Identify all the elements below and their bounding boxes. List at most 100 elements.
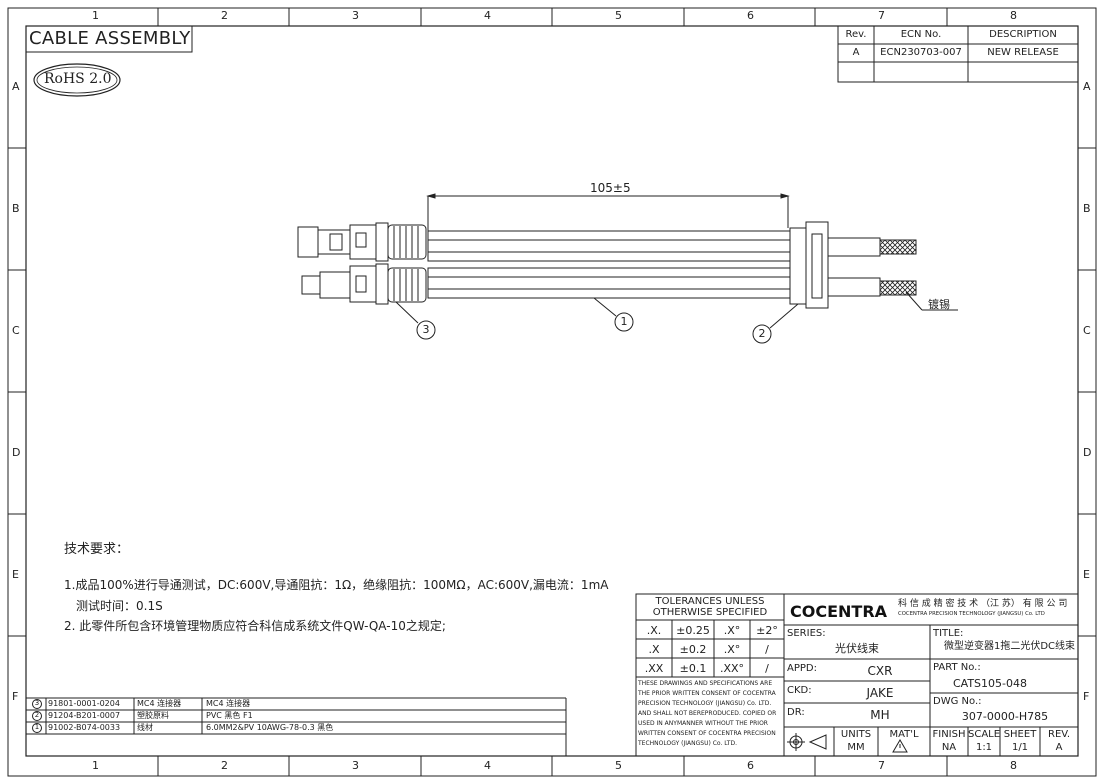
tol-r1-c1: .X. <box>646 624 662 637</box>
cable-assembly-drawing <box>297 193 958 344</box>
bom-spec-1: 6.0MM2&PV 10AWG-78-0.3 黑色 <box>206 723 334 732</box>
rev-row-rev: A <box>852 47 860 58</box>
tol-r3-c3: .XX° <box>719 662 745 675</box>
notes-line-2: 测试时间：0.1S <box>76 599 163 613</box>
col-label-4-bottom: 4 <box>484 759 491 772</box>
tol-r2-c4: / <box>765 643 769 656</box>
sheet-border <box>7 7 1097 777</box>
row-label-c: C <box>12 324 20 337</box>
finish-label: FINISH <box>932 729 966 740</box>
title-frame <box>25 25 193 53</box>
tin-plating-note: 镀锡 <box>928 298 950 311</box>
length-dimension: 105±5 <box>590 181 631 195</box>
sheet-value: 1/1 <box>1011 742 1029 753</box>
rev-header-desc: DESCRIPTION <box>989 29 1057 40</box>
col-label-1-bottom: 1 <box>92 759 99 772</box>
tol-r3-c4: / <box>765 662 769 675</box>
part-label: PART No.: <box>933 662 981 673</box>
ckd-value: JAKE <box>866 686 894 700</box>
col-label-6: 6 <box>747 9 754 22</box>
bom-name-1: 线材 <box>137 723 153 732</box>
rev-label: REV. <box>1048 729 1070 740</box>
col-label-5-bottom: 5 <box>615 759 622 772</box>
notes-line-3: 2. 此零件所包含环境管理物质应符合科信成系统文件QW-QA-10之规定; <box>64 619 446 633</box>
part-value: CATS105-048 <box>952 677 1027 690</box>
dr-label: DR: <box>787 707 805 718</box>
dr-value: MH <box>870 708 890 722</box>
tol-r3-c1: .XX <box>644 662 664 675</box>
zone-ticks <box>8 8 1096 776</box>
tol-r1-c4: ±2° <box>756 624 778 637</box>
sheet-label: SHEET <box>1003 729 1037 740</box>
scale-label: SCALE <box>968 729 1001 740</box>
row-label-f-right: F <box>1083 690 1090 703</box>
revision-table <box>837 25 1079 83</box>
disclaimer-line-2: THE PRIOR WRITTEN CONSENT OF COCENTRA <box>638 690 776 697</box>
notes-heading: 技术要求： <box>64 542 130 557</box>
col-label-6-bottom: 6 <box>747 759 754 772</box>
row-label-c-right: C <box>1083 324 1091 337</box>
col-label-4: 4 <box>484 9 491 22</box>
tol-r2-c1: .X <box>648 643 660 656</box>
series-label: SERIES: <box>787 628 826 639</box>
bom-part-3: 91801-0001-0204 <box>48 699 120 708</box>
bom-spec-2: PVC 黑色 F1 <box>206 711 253 720</box>
disclaimer-line-7: TECHNOLOGY (JIANGSU) Co. LTD. <box>638 740 737 747</box>
company-name-en: COCENTRA PRECISION TECHNOLOGY (JIANGSU) … <box>898 611 1045 617</box>
tolerance-title-1: TOLERANCES UNLESS <box>655 596 765 607</box>
disclaimer-line-6: WRITTEN CONSENT OF COCENTRA PRECISION <box>638 730 776 737</box>
notes-line-1: 1.成品100%进行导通测试，DC:600V,导通阻抗：1Ω，绝缘阻抗：100M… <box>64 578 609 592</box>
col-label-1: 1 <box>92 9 99 22</box>
col-label-3-bottom: 3 <box>352 759 359 772</box>
col-label-7-bottom: 7 <box>878 759 885 772</box>
col-label-2-bottom: 2 <box>221 759 228 772</box>
balloon-3: 3 <box>422 323 430 336</box>
matl-label: MAT'L <box>889 729 919 740</box>
finish-value: NA <box>941 742 957 753</box>
rohs-label: RoHS 2.0 <box>44 71 112 87</box>
disclaimer-line-5: USED IN ANYMANNER WITHOUT THE PRIOR <box>638 720 768 727</box>
row-label-a: A <box>12 80 20 93</box>
col-label-3: 3 <box>352 9 359 22</box>
disclaimer-line-1: THESE DRAWINGS AND SPECIFICATIONS ARE <box>638 680 773 687</box>
row-label-e-right: E <box>1083 568 1090 581</box>
disclaimer-line-3: PRECISION TECHNOLOGY (JIANGSU) Co. LTD. <box>638 700 772 707</box>
row-label-b-right: B <box>1083 202 1091 215</box>
bom-item-1: 1 <box>34 723 40 731</box>
rev-row-desc: NEW RELEASE <box>987 47 1059 58</box>
bom-name-3: MC4 连接器 <box>137 699 182 708</box>
rev-header-rev: Rev. <box>845 29 867 40</box>
bom-item-3: 3 <box>34 699 40 707</box>
rev-row-ecn: ECN230703-007 <box>880 47 962 58</box>
row-label-f: F <box>12 690 19 703</box>
row-label-d: D <box>12 446 21 459</box>
bom-spec-3: MC4 连接器 <box>206 699 251 708</box>
tol-r2-c3: .X° <box>723 643 741 656</box>
row-label-b: B <box>12 202 20 215</box>
rohs-badge <box>33 63 121 97</box>
balloon-1: 1 <box>620 315 628 328</box>
col-label-8: 8 <box>1010 9 1017 22</box>
title-value: 微型逆变器1拖二光伏DC线束 <box>944 641 1076 652</box>
bom-part-1: 91002-B074-0033 <box>48 723 121 732</box>
col-label-7: 7 <box>878 9 885 22</box>
col-label-8-bottom: 8 <box>1010 759 1017 772</box>
logo-text: COCENTRA <box>790 602 888 621</box>
tol-r1-c2: ±0.25 <box>676 624 710 637</box>
drawing-title: CABLE ASSEMBLY <box>29 28 191 49</box>
dwg-value: 307-0000-H785 <box>961 710 1049 723</box>
series-value: 光伏线束 <box>835 642 879 655</box>
col-label-5: 5 <box>615 9 622 22</box>
bom-name-2: 塑胶原料 <box>137 711 169 720</box>
row-label-e: E <box>12 568 19 581</box>
ckd-label: CKD: <box>787 685 812 696</box>
row-label-a-right: A <box>1083 80 1091 93</box>
scale-value: 1:1 <box>975 742 993 753</box>
tol-r3-c2: ±0.1 <box>679 662 707 675</box>
tol-r1-c3: .X° <box>723 624 741 637</box>
rev-value: A <box>1055 742 1063 753</box>
bom-item-2: 2 <box>34 711 40 719</box>
appd-label: APPD: <box>787 663 817 674</box>
units-value: MM <box>847 742 865 753</box>
